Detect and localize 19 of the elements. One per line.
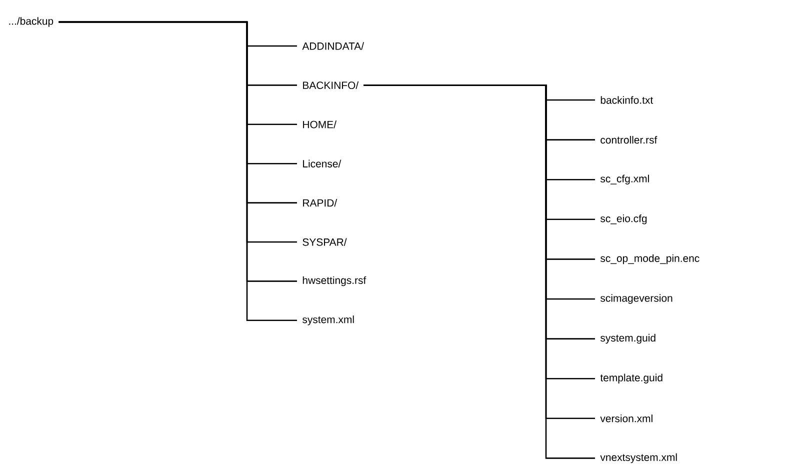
folder-label: vnextsystem.xml: [600, 453, 677, 464]
folder-label: system.guid: [600, 334, 656, 344]
folder-label: RAPID/: [303, 198, 338, 207]
folder-label: version.xml: [600, 414, 652, 422]
folder-label: sc_cfg.xml: [600, 174, 649, 184]
folder-label: HOME/: [303, 120, 336, 128]
folder-label: BACKINFO/: [303, 81, 359, 90]
folder-label: system.xml: [302, 316, 354, 326]
folder-label: scimageversion: [600, 294, 672, 304]
folder-label: template.guid: [600, 374, 662, 384]
folder-label: hwsettings.rsf: [302, 276, 366, 286]
folder-label: sc_eio.cfg: [600, 214, 647, 224]
folder-label: SYSPAR/: [302, 238, 347, 246]
folder-label: backinfo.txt: [600, 96, 654, 104]
folder-label: controller.rsf: [600, 136, 658, 144]
folder-label: sc_op_mode_pin.enc: [600, 254, 700, 264]
folder-label: .../backup: [9, 17, 54, 27]
folder-label: ADDINDATA/: [302, 42, 364, 50]
folder-label: License/: [303, 160, 342, 168]
